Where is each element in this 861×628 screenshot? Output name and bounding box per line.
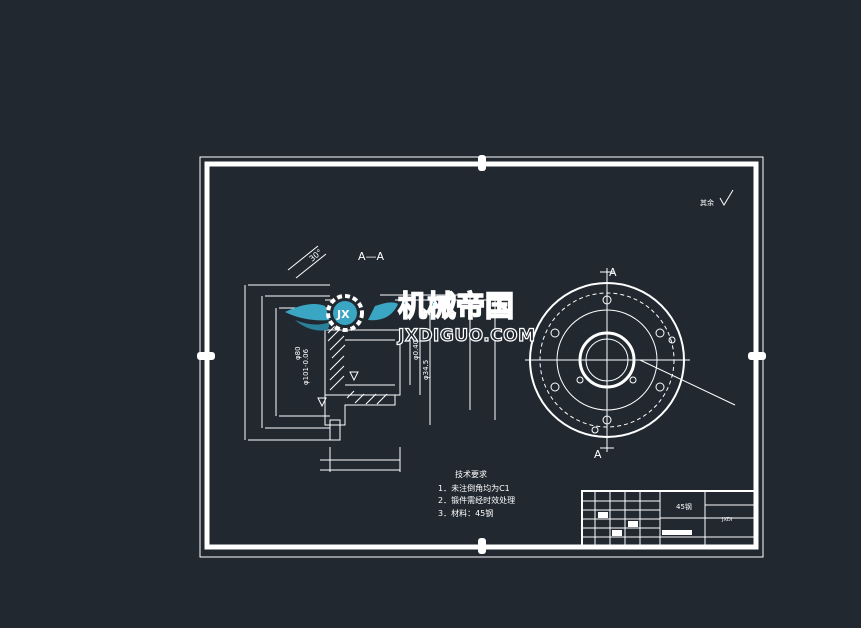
front-view: A A — [525, 266, 736, 461]
view-arrow-bottom: A — [594, 448, 602, 461]
centering-marks — [197, 155, 766, 554]
roughness-note: 其余 — [700, 189, 734, 207]
logo-letters: JX — [336, 308, 350, 321]
watermark-brand-en: JXDIGUO.COM — [397, 326, 536, 346]
svg-text:30°: 30° — [308, 248, 325, 264]
section-label: A—A — [358, 250, 385, 263]
section-view-a-a: A—A 30° φ80 φ101-0.06 φ0.40 φ34.5 — [244, 245, 496, 472]
watermark-logo: JX 机械帝国 JXDIGUO.COM — [285, 288, 536, 347]
svg-text:φ80: φ80 — [294, 346, 302, 360]
technical-requirements: 技术要求 1．未注倒角均为C1 2．锻件需经时效处理 3．材料：45钢 — [438, 469, 515, 518]
title-block-company: JXDI — [721, 517, 732, 523]
svg-text:技术要求: 技术要求 — [455, 469, 487, 479]
title-block-material: 45钢 — [676, 502, 692, 511]
title-block: 45钢 JXDI — [581, 490, 757, 548]
svg-text:φ0.40: φ0.40 — [412, 340, 420, 360]
view-arrow-top: A — [609, 266, 617, 279]
svg-text:2．锻件需经时效处理: 2．锻件需经时效处理 — [438, 495, 515, 505]
svg-text:φ101-0.06: φ101-0.06 — [302, 348, 310, 385]
watermark-brand-cn: 机械帝国 — [398, 289, 514, 323]
svg-text:其余: 其余 — [700, 198, 714, 207]
svg-text:1．未注倒角均为C1: 1．未注倒角均为C1 — [438, 483, 510, 493]
svg-text:3．材料：45钢: 3．材料：45钢 — [438, 508, 493, 518]
svg-text:φ34.5: φ34.5 — [422, 360, 430, 380]
